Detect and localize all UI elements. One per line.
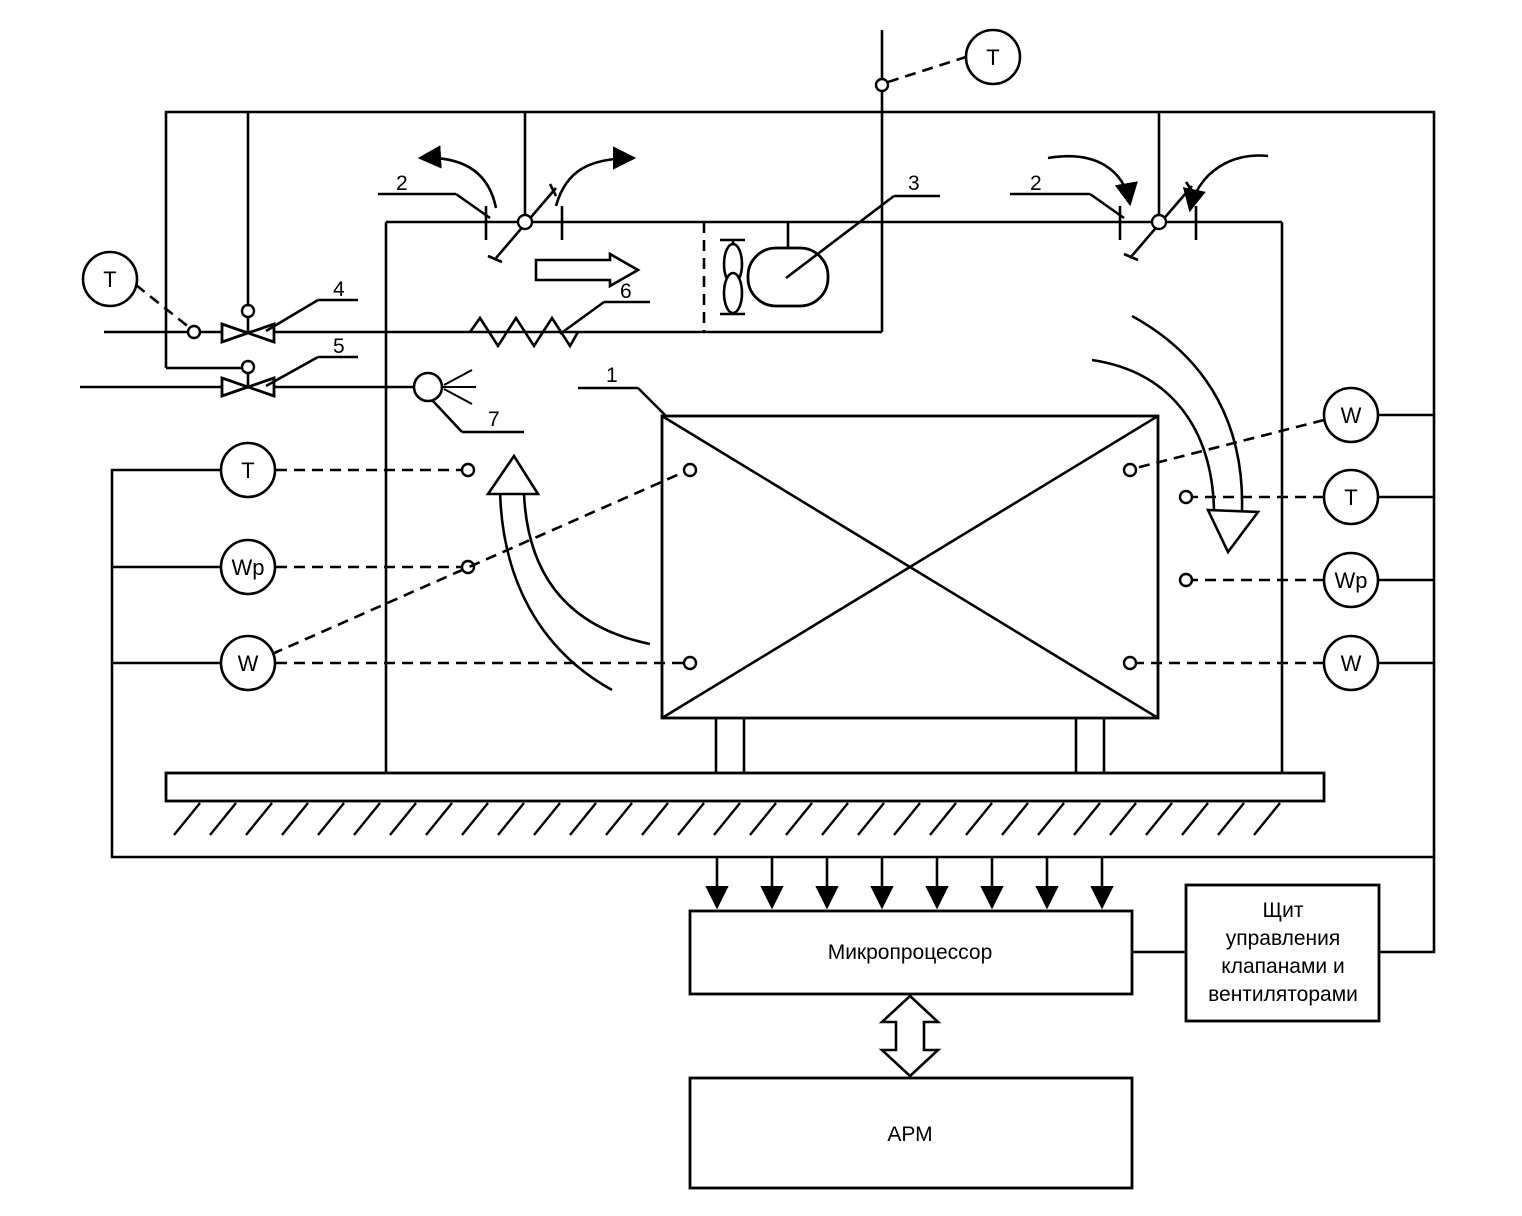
airflow-left	[485, 453, 651, 692]
callout-fan: 3	[785, 172, 940, 280]
floor-hatch-line	[893, 802, 921, 836]
control-panel-line-2: управления	[1226, 927, 1341, 950]
svg-text:2: 2	[396, 172, 408, 195]
workstation-block: АРМ	[688, 1076, 1134, 1190]
floor-hatch-line	[1073, 802, 1101, 836]
wood-stack: 1	[578, 364, 1160, 773]
nozzle: 7	[412, 369, 524, 434]
floor-hatch-line	[1217, 802, 1245, 836]
floor-hatch-line	[173, 802, 201, 836]
svg-text:T: T	[1344, 485, 1357, 510]
sensor-left-w: W	[219, 462, 698, 692]
control-panel-line-3: клапанами и	[1221, 955, 1344, 978]
control-panel-line-4: вентиляторами	[1208, 983, 1358, 1006]
floor-hatch-line	[1145, 802, 1173, 836]
bidirectional-link-icon	[878, 994, 942, 1078]
floor-hatch-line	[497, 802, 525, 836]
floor-hatch-line	[317, 802, 345, 836]
microprocessor-block: Микропроцессор	[688, 909, 1134, 996]
floor-hatch-line	[389, 802, 417, 836]
floor-hatch-line	[785, 802, 813, 836]
svg-text:W: W	[238, 651, 259, 676]
svg-text:6: 6	[620, 280, 632, 303]
sensor-t-top: T	[874, 28, 1022, 93]
control-panel-line-1: Щит	[1262, 899, 1303, 922]
svg-text:W: W	[1341, 403, 1362, 428]
floor-hatch-line	[209, 802, 237, 836]
floor-hatch-line	[281, 802, 309, 836]
floor-hatch-line	[425, 802, 453, 836]
svg-text:T: T	[103, 267, 116, 292]
floor-hatch-line	[677, 802, 705, 836]
svg-text:3: 3	[908, 172, 920, 195]
sensor-right-w-top: W	[1122, 386, 1380, 478]
svg-text:1: 1	[606, 364, 618, 387]
svg-text:T: T	[986, 45, 999, 70]
svg-text:Wp: Wp	[1335, 568, 1368, 593]
heater: 6	[468, 280, 650, 349]
floor-hatch-line	[641, 802, 669, 836]
floor-hatch-line	[1037, 802, 1065, 836]
sensor-right-wp: Wp	[1178, 551, 1380, 609]
floor-hatch-line	[1253, 802, 1281, 836]
fan-section	[104, 30, 884, 334]
valve-steam: 4	[186, 278, 358, 344]
svg-text:7: 7	[488, 408, 500, 431]
sensor-t-valve: T	[81, 250, 191, 330]
signal-arrows	[705, 857, 1114, 910]
floor-hatch-line	[749, 802, 777, 836]
svg-text:T: T	[241, 458, 254, 483]
svg-text:5: 5	[333, 335, 345, 358]
floor-hatch-line	[821, 802, 849, 836]
workstation-label: АРМ	[887, 1123, 932, 1146]
sensor-left-t: T	[219, 441, 476, 499]
sensor-left-wp: Wp	[219, 538, 476, 596]
microprocessor-label: Микропроцессор	[828, 941, 993, 964]
sensor-right-w-bottom: W	[1122, 634, 1380, 692]
svg-text:2: 2	[1030, 172, 1042, 195]
floor-hatch-line	[1001, 802, 1029, 836]
floor-hatch-line	[353, 802, 381, 836]
floor-hatch-line	[713, 802, 741, 836]
floor-hatch-line	[533, 802, 561, 836]
svg-text:W: W	[1341, 651, 1362, 676]
svg-text:4: 4	[333, 278, 345, 301]
damper-left: 2	[378, 145, 637, 264]
floor-hatch-line	[965, 802, 993, 836]
floor-hatch-line	[929, 802, 957, 836]
flow-arrow-right	[534, 251, 641, 289]
floor-hatch-line	[461, 802, 489, 836]
floor-hatch-line	[605, 802, 633, 836]
damper-right: 2	[1010, 154, 1269, 262]
floor-hatch-line	[857, 802, 885, 836]
floor	[164, 771, 1326, 836]
floor-hatch-line	[245, 802, 273, 836]
svg-text:Wp: Wp	[232, 555, 265, 580]
control-panel-block: Щит управления клапанами и вентиляторами	[1184, 883, 1381, 1023]
floor-hatch-line	[1181, 802, 1209, 836]
floor-hatch-line	[569, 802, 597, 836]
fan-icon	[720, 238, 745, 316]
valve-water: 5	[80, 335, 414, 398]
floor-hatch-line	[1109, 802, 1137, 836]
airflow-right	[1091, 314, 1261, 555]
